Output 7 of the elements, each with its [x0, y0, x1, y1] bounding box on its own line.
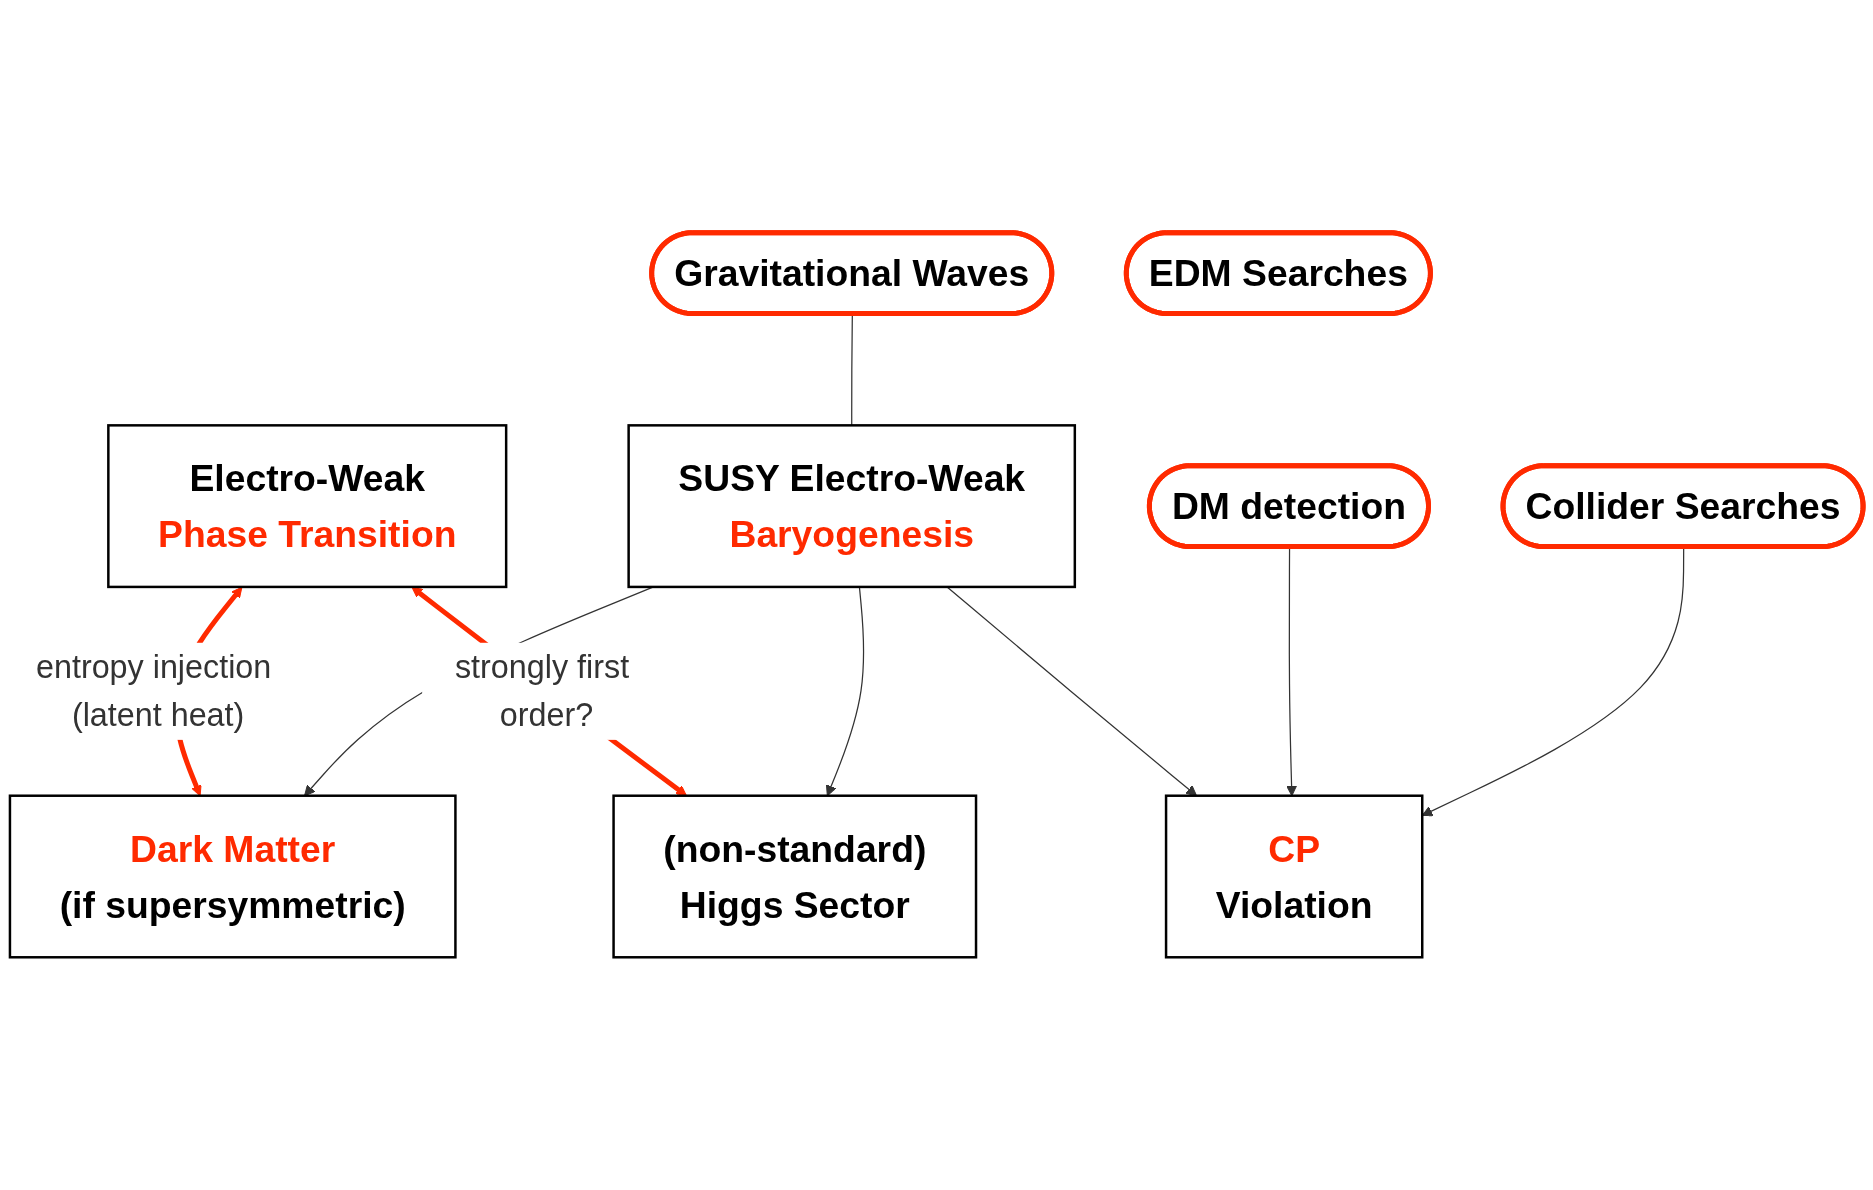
node-box: CP Violation [1164, 794, 1424, 959]
edge-label: entropy injection (latent heat) [35, 647, 272, 734]
node-box: Electro-Weak Phase Transition [107, 424, 508, 589]
edge-label: strongly first order? [454, 647, 630, 734]
node-box: SUSY Electro-Weak Baryogenesis [627, 424, 1077, 589]
node-box: Dark Matter (if supersymmetric) [8, 794, 457, 959]
node-box: (non-standard) Higgs Sector [612, 794, 978, 959]
